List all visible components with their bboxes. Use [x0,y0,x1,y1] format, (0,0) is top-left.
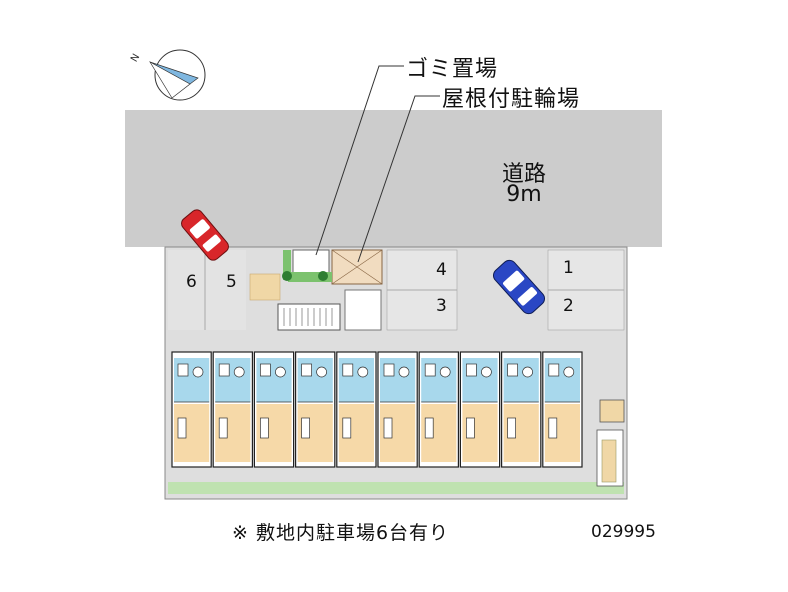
compass-icon: N [129,49,206,101]
apartment-unit [295,351,336,468]
apartment-unit [418,351,460,468]
apartment-unit [253,351,295,468]
parking-area-left [168,250,246,330]
apartment-unit [212,351,253,468]
callout-leaders [315,65,440,263]
apartment-unit [459,351,501,468]
parking-space-2: 2 [563,296,574,316]
utility-boxes [596,399,625,487]
road-width: 9m [506,182,542,207]
apartment-units [171,351,583,468]
parking-note: ※ 敷地内駐車場6台有り [232,522,450,544]
parking-space-5: 5 [226,272,237,292]
red-car-icon [181,209,229,261]
apartment-unit [542,351,583,468]
entrance-tiles [249,273,281,301]
property-code: 029995 [591,522,656,542]
garbage-storage-label: ゴミ置場 [406,57,499,82]
bicycle-parking-label: 屋根付駐輪場 [442,87,581,112]
blue-car-icon [492,259,546,315]
apartment-unit [171,351,212,468]
apartment-unit [501,351,542,468]
parking-space-4: 4 [436,260,447,280]
bicycle-parking [331,249,383,285]
apartment-unit [336,351,377,468]
garbage-storage [292,249,330,275]
building-core [344,289,382,331]
parking-space-6: 6 [186,272,197,292]
apartment-unit [377,351,418,468]
compass-north-letter: N [129,52,142,64]
stairs [277,303,341,331]
parking-space-1: 1 [563,258,574,278]
garden-hedge [168,250,624,494]
road-area [125,110,662,247]
road-name: 道路 [501,162,546,187]
parking-space-3: 3 [436,296,447,316]
